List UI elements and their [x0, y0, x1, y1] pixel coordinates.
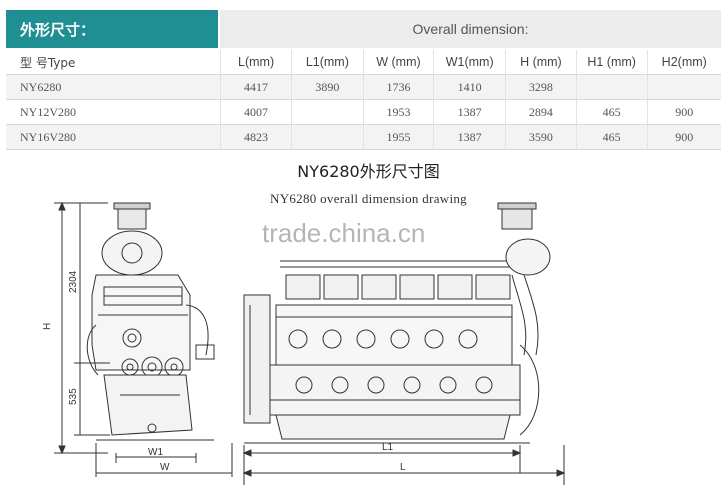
drawing-title: NY6280外形尺寸图	[297, 162, 440, 181]
engine-front-view	[86, 202, 215, 441]
drawing-subtitle: NY6280 overall dimension drawing	[270, 191, 467, 206]
cell-h: 3298	[505, 74, 577, 100]
table-row: NY6280 4417 3890 1736 1410 3298	[6, 74, 721, 100]
column-header-h2: H2(mm)	[646, 50, 721, 75]
dimension-label-w: W	[160, 462, 170, 473]
cell-w: 1955	[362, 124, 434, 150]
column-header-type: 型 号Type	[6, 50, 221, 75]
dimension-label-w1: W1	[148, 447, 163, 458]
engine-side-view	[243, 202, 551, 444]
dimension-label-l1: L1	[382, 442, 394, 453]
column-header-w1: W1(mm)	[433, 50, 506, 75]
cell-type: NY12V280	[6, 99, 221, 125]
column-header-w: W (mm)	[362, 50, 434, 75]
cell-h2: 900	[646, 124, 721, 150]
cell-h2: 900	[646, 99, 721, 125]
cell-l1	[291, 124, 364, 150]
cell-l1: 3890	[291, 74, 364, 100]
section-title: 外形尺寸：	[6, 10, 218, 48]
dimension-label-l: L	[400, 462, 406, 473]
cell-h1: 465	[575, 124, 647, 150]
table-header-row: 型 号Type L(mm) L1(mm) W (mm) W1(mm) H (mm…	[6, 50, 721, 75]
dimension-label-h-lower: 535	[68, 388, 79, 405]
cell-w1: 1387	[433, 124, 506, 150]
cell-l1	[291, 99, 364, 125]
cell-w: 1736	[362, 74, 434, 100]
cell-h1: 465	[575, 99, 647, 125]
cell-type: NY16V280	[6, 124, 221, 150]
cell-h: 2894	[505, 99, 577, 125]
cell-h: 3590	[505, 124, 577, 150]
cell-w1: 1410	[433, 74, 506, 100]
column-header-h: H (mm)	[505, 50, 577, 75]
cell-l: 4823	[219, 124, 292, 150]
column-header-l1: L1(mm)	[291, 50, 364, 75]
dimension-table: 型 号Type L(mm) L1(mm) W (mm) W1(mm) H (mm…	[6, 50, 721, 150]
watermark: trade.china.cn	[262, 218, 426, 248]
dimension-label-h-upper: 2304	[68, 270, 79, 293]
column-header-l: L(mm)	[219, 50, 292, 75]
cell-l: 4007	[219, 99, 292, 125]
cell-type: NY6280	[6, 74, 221, 100]
cell-h2	[646, 74, 721, 100]
cell-w1: 1387	[433, 99, 506, 125]
cell-h1	[575, 74, 647, 100]
table-row: NY16V280 4823 1955 1387 3590 465 900	[6, 124, 721, 150]
cell-l: 4417	[219, 74, 292, 100]
column-header-h1: H1 (mm)	[575, 50, 647, 75]
dimension-label-h: H	[42, 323, 53, 330]
overall-dimension-heading: Overall dimension:	[220, 10, 721, 48]
table-row: NY12V280 4007 1953 1387 2894 465 900	[6, 99, 721, 125]
engine-dimension-drawing: H 2304 535 W1 W L1 L	[42, 201, 566, 485]
cell-w: 1953	[362, 99, 434, 125]
